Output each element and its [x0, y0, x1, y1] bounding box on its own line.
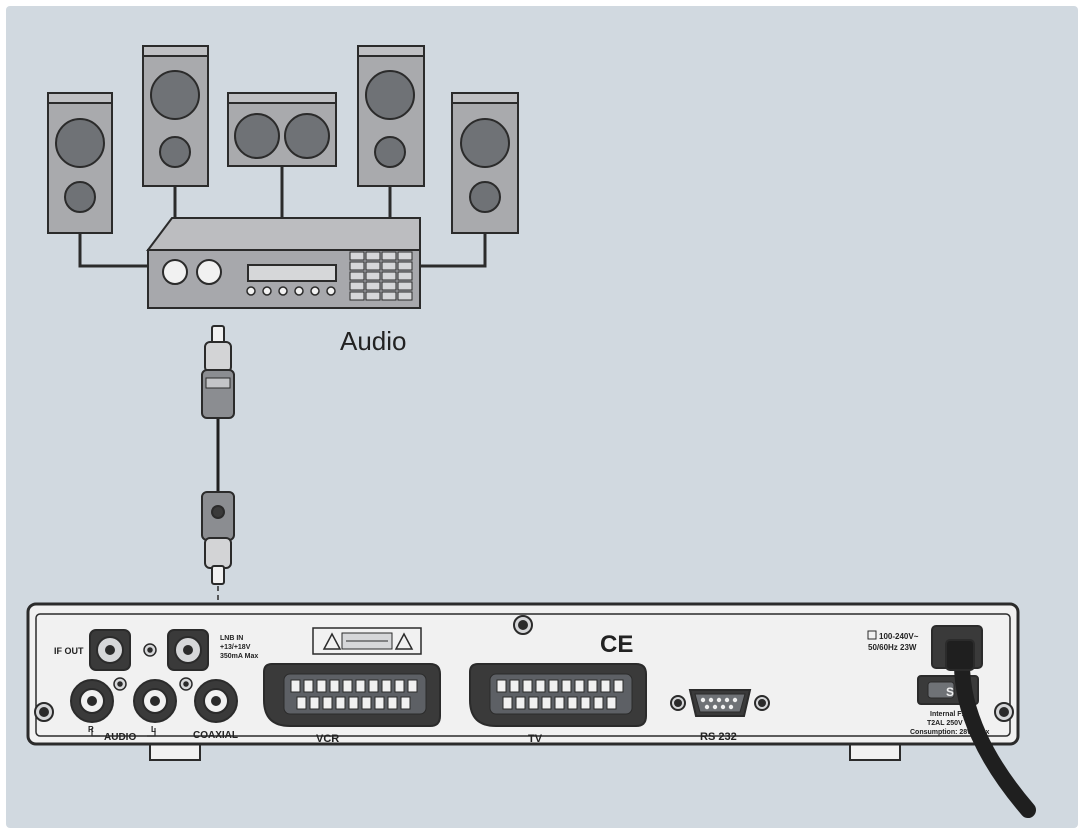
lnb-in-connector [167, 629, 209, 671]
screw-icon [513, 615, 533, 635]
coaxial-socket [194, 679, 238, 723]
scart-vcr-connector [263, 663, 441, 727]
screw-icon [994, 702, 1014, 722]
lnb-in-line-1: LNB IN [220, 635, 243, 642]
cable-plug-top [201, 325, 235, 419]
screw-icon [143, 643, 157, 657]
receiver-rear-panel: IF OUT LNB IN +13/+18V 350mA Max [26, 602, 1020, 761]
audio-label: Audio [340, 326, 407, 356]
scart-tv-connector [469, 663, 647, 727]
power-rating-line-1: 100-240V~ [879, 632, 919, 641]
screw-icon [179, 677, 193, 691]
warning-plate [312, 627, 422, 655]
power-rating-line-2: 50/60Hz 23W [868, 643, 917, 652]
audio-r-label: R [88, 725, 94, 734]
fuse-symbol: S [946, 685, 954, 699]
lnb-in-line-3: 350mA Max [220, 653, 258, 660]
power-symbol-icon [867, 630, 877, 640]
fuse-line-2: T2AL 250V [927, 720, 963, 727]
lnb-in-line-2: +13/+18V [220, 644, 251, 651]
ce-mark-icon: CE [600, 631, 633, 658]
vcr-label: VCR [316, 733, 339, 745]
screw-icon [113, 677, 127, 691]
speaker-tall-right [357, 45, 425, 187]
tv-label: TV [528, 733, 543, 745]
speaker-center [227, 92, 337, 167]
speaker-front-right [451, 92, 519, 234]
if-out-label: IF OUT [54, 646, 84, 656]
power-cable [945, 639, 1036, 818]
audio-amplifier [146, 217, 421, 309]
audio-group-label: AUDIO [104, 732, 136, 743]
coaxial-label: COAXIAL [193, 730, 238, 741]
speaker-front-left [47, 92, 113, 234]
cable-plug-bottom [201, 491, 235, 585]
audio-l-label: L [151, 725, 156, 734]
audio-l-socket [133, 679, 177, 723]
audio-bracket [91, 728, 156, 737]
if-out-connector [89, 629, 131, 671]
warning-triangle-icon [394, 632, 414, 650]
speaker-wires [78, 166, 487, 268]
coaxial-cable [201, 325, 235, 680]
fuse-line-1: Internal F1 [930, 711, 966, 718]
speaker-tall-left [142, 45, 209, 187]
fuse-line-3: Consumption: 28W Max [910, 729, 989, 736]
screw-icon [34, 702, 54, 722]
audio-r-socket [70, 679, 114, 723]
rs232-connector [670, 689, 770, 717]
rs232-label: RS 232 [700, 731, 737, 743]
warning-triangle-icon [322, 632, 342, 650]
